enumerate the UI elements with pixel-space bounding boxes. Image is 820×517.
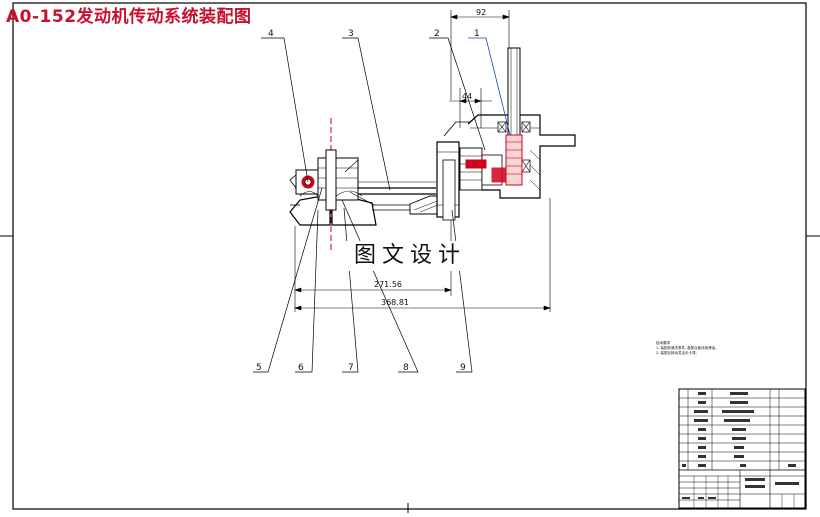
drive-shaft (358, 181, 446, 215)
callout-5: 5 (256, 363, 262, 373)
callout-9: 9 (460, 363, 466, 373)
dimension-overall (294, 305, 551, 311)
dimension-mid-label: 271.56 (374, 280, 402, 289)
notes-line-1: 1. 装配前清洗零件, 各配合面涂润滑油。 (656, 346, 719, 350)
title-block-fill (682, 392, 799, 499)
callout-8: 8 (403, 363, 409, 373)
notes-heading: 技术要求 (656, 341, 670, 345)
technical-notes: 技术要求 1. 装配前清洗零件, 各配合面涂润滑油。 2. 装配后转动灵活无卡滞… (656, 341, 719, 356)
callout-6: 6 (298, 363, 304, 373)
drawing-frame (12, 2, 807, 510)
drawing-title: A0-152发动机传动系统装配图 (6, 7, 252, 27)
callout-2: 2 (434, 29, 440, 39)
callout-7: 7 (348, 363, 354, 373)
dimension-mid (294, 287, 452, 293)
dimension-offset (449, 98, 492, 104)
callout-4: 4 (268, 29, 274, 39)
pulley-assembly (289, 149, 377, 226)
leader-line-1 (468, 37, 511, 136)
callout-1: 1 (474, 29, 480, 39)
dimension-overall-label: 368.81 (381, 298, 409, 307)
dimension-top-label: 92 (476, 8, 486, 17)
gearbox-assembly (436, 47, 576, 221)
title-block (678, 388, 806, 509)
notes-line-2: 2. 装配后转动灵活无卡滞。 (656, 351, 699, 355)
dimension-top (450, 14, 510, 20)
watermark: 图文设计 (334, 241, 486, 271)
callout-3: 3 (348, 29, 354, 39)
